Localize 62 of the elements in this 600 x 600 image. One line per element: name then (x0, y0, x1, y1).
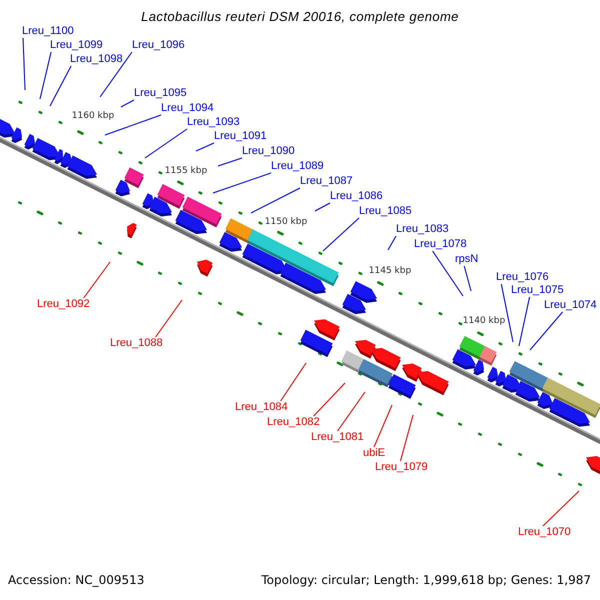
gene-label: Lreu_1079 (375, 460, 428, 474)
gene-label: Lreu_1081 (311, 430, 364, 444)
leader-line (250, 188, 300, 214)
diagram-title: Lactobacillus reuteri DSM 20016, complete genome (140, 10, 460, 23)
gene-label: Lreu_1092 (37, 298, 90, 310)
scale-label: 1140 kbp (462, 314, 506, 328)
gene-label: Lreu_1095 (134, 86, 187, 100)
leader-line (155, 300, 182, 338)
leader-line (374, 404, 392, 448)
leader-line (500, 284, 514, 342)
gene-label: Lreu_1075 (511, 284, 564, 296)
gene-label: ubiE (363, 446, 386, 460)
scale-label: 1155 kbp (164, 164, 208, 178)
leader-line (218, 158, 242, 166)
gene-label: Lreu_1086 (330, 190, 383, 202)
gene-label: Lreu_1076 (496, 270, 549, 284)
leader-line (314, 202, 330, 212)
scale-label: 1160 kbp (72, 110, 114, 122)
leader-line (22, 38, 26, 90)
gene-label: Lreu_1088 (110, 336, 163, 350)
gene-label: Lreu_1084 (235, 400, 288, 414)
gene-label: Lreu_1089 (271, 160, 324, 172)
gene-label: Lreu_1087 (300, 174, 353, 188)
leader-line (400, 414, 414, 462)
gene-label: Lreu_1098 (70, 52, 123, 66)
leader-line (196, 142, 214, 152)
leader-line (530, 312, 564, 350)
gene-label: Lreu_1083 (396, 222, 449, 236)
leader-line (542, 490, 580, 526)
gene-label: Lreu_1070 (518, 526, 571, 538)
genome-stats-text: Topology: circular; Length: 1,999,618 bp; Genes: 1,987 (261, 574, 591, 586)
gene-label: Lreu_1082 (267, 416, 320, 428)
gene-label: Lreu_1093 (187, 116, 240, 128)
leader-line (100, 52, 132, 98)
leader-line (337, 392, 366, 432)
leader-line (144, 128, 188, 158)
gene-label: Lreu_1096 (132, 38, 185, 52)
gene-label: Lreu_1100 (22, 24, 74, 38)
leader-line (432, 250, 464, 296)
gene-label: Lreu_1099 (50, 38, 103, 52)
gene-label: Lreu_1091 (214, 130, 267, 142)
leader-line (322, 218, 360, 252)
leader-line (50, 66, 72, 106)
scale-label: 1145 kbp (368, 264, 412, 278)
leader-line (518, 296, 530, 346)
leader-line (313, 382, 346, 416)
gene-label: Lreu_1074 (544, 298, 597, 312)
gene-label: Lreu_1085 (359, 204, 412, 218)
leader-line (120, 100, 134, 108)
accession-text: Accession: NC_009513 (8, 574, 144, 586)
gene-label: Lreu_1094 (161, 102, 214, 114)
leader-line (83, 262, 110, 298)
leader-line (104, 114, 162, 136)
gene-label: rpsN (455, 252, 478, 266)
gene-label: Lreu_1090 (242, 144, 295, 158)
leader-line (280, 362, 306, 402)
leader-line (212, 172, 272, 194)
leader-line (40, 52, 52, 100)
gene-label: Lreu_1078 (414, 238, 467, 250)
leader-line (464, 266, 472, 292)
leader-line (388, 236, 396, 250)
scale-label: 1150 kbp (264, 216, 308, 228)
